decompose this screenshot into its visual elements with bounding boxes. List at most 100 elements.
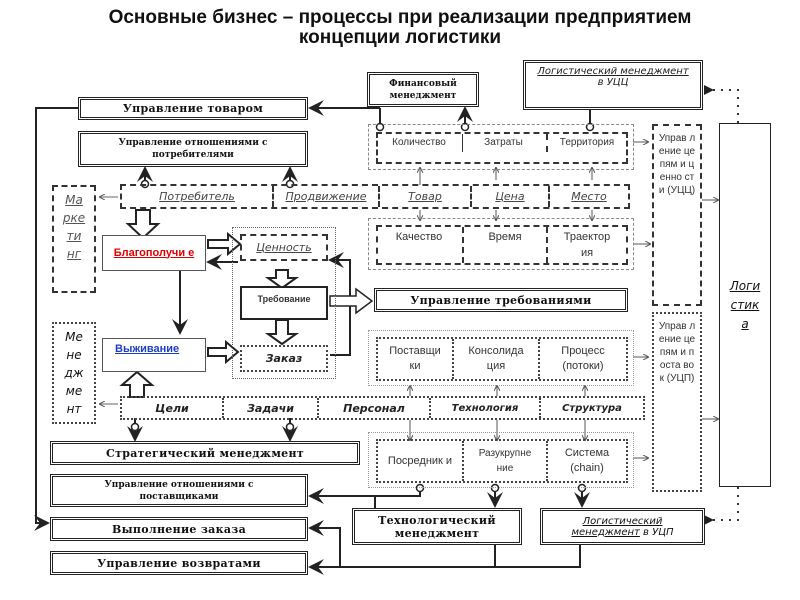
requirements-management-box: Управление требованиями [374, 288, 628, 312]
management-line: Ме [65, 330, 83, 344]
hollow-arrow-requirement-to-order [264, 319, 300, 346]
order-fulfillment-box: Выполнение заказа [50, 517, 308, 541]
management-line: не [66, 348, 82, 362]
ucc-item-quantity: Количество [378, 134, 460, 152]
returns-management-label: Управление возвратами [97, 556, 261, 570]
management-item-label: Технология [451, 402, 519, 414]
ucc-item-territory: Территория [546, 134, 626, 152]
ucp-item-intermediaries: Посредник и [378, 441, 462, 481]
left-loop-wire [34, 107, 78, 531]
logistics-ucc-line1: Логистический менеджмент [537, 66, 689, 77]
management-item-personnel: Персонал [317, 398, 429, 418]
hollow-arrow-goals-to-survival [119, 370, 155, 398]
hollow-arrow-consumer-to-wellbeing [125, 209, 161, 240]
marketing-item-label: Потребитель [159, 190, 235, 203]
logistics-label: Логи стик а [729, 278, 761, 331]
marketing-line: Ма [65, 193, 83, 207]
ucc-item-label: Время [488, 231, 522, 243]
requirements-management-label: Управление требованиями [410, 293, 592, 307]
ucc-mid-group [368, 218, 634, 270]
ucp-bottom-group [368, 432, 634, 488]
ucp-item-label: Процесс (потоки) [561, 345, 605, 372]
management-item-structure: Структура [539, 398, 643, 418]
tech-line2: менеджмент [394, 526, 480, 540]
ucc-item-trajectory: Траектор ия [546, 227, 626, 263]
customer-relations-box: Управление отношениями с потребителями [78, 131, 308, 167]
hollow-arrow-requirement-to-mgmt [329, 287, 374, 315]
management-item-label: Персонал [343, 401, 405, 415]
ucc-top-inner [376, 132, 628, 164]
ucc-top-group [368, 124, 634, 170]
supplier-relations-line2: поставщиками [139, 491, 219, 502]
order-box: Заказ [240, 345, 328, 372]
management-item-label: Цели [155, 401, 189, 415]
marketing-mix-row [120, 184, 630, 209]
logistics-ucp-line2b: в УЦП [639, 526, 674, 538]
management-item-technology: Технология [429, 398, 539, 418]
logistics-management-ucc-box: Логистический менеджмент в УЦЦ [523, 60, 703, 110]
marketing-line: рке [62, 211, 86, 225]
value-box: Ценность [240, 234, 328, 261]
tech-line1: Технологический [378, 513, 496, 527]
logistics-ucp-line1: Логистический [582, 515, 663, 527]
ucp-item-suppliers: Поставщи ки [378, 339, 452, 379]
management-line: ме [65, 384, 83, 398]
management-label-box: Ме не дж ме нт [52, 322, 96, 424]
ucc-item-time: Время [462, 227, 546, 263]
marketing-item-label: Цена [495, 190, 525, 203]
management-item-tasks: Задачи [222, 398, 317, 418]
value-chain-management-box: Управ ление цепям и ценно сти (УЦЦ) [652, 124, 702, 306]
ucp-item-breakbulk: Разукрупне ние [462, 441, 546, 481]
financial-line1: Финансовый [389, 78, 457, 89]
ucp-top-inner [376, 337, 628, 381]
wellbeing-box: Благополучи е [102, 235, 206, 271]
hollow-arrow-value-to-requirement [264, 269, 300, 290]
returns-management-box: Управление возвратами [50, 551, 308, 575]
title-line-2: концепции логистики [298, 27, 502, 48]
ucp-side-label: Управ ление цепям и поста вок (УЦП) [658, 321, 696, 384]
survival-label: Выживание [115, 343, 180, 355]
marketing-item-product: Товар [378, 186, 470, 207]
ucc-item-label: Затраты [484, 137, 523, 148]
supply-chain-management-box: Управ ление цепям и поста вок (УЦП) [652, 312, 702, 492]
management-item-goals: Цели [122, 398, 222, 418]
order-fulfillment-label: Выполнение заказа [111, 522, 247, 536]
marketing-item-place: Место [548, 186, 628, 207]
management-row [120, 396, 645, 420]
junction-dots [130, 122, 595, 493]
ucc-item-costs: Затраты [462, 134, 544, 152]
value-label: Ценность [256, 241, 312, 254]
customer-relations-line1: Управление отношениями с [118, 138, 268, 148]
requirement-label: Требование [257, 294, 311, 304]
ucp-item-label: Разукрупне ние [478, 448, 532, 474]
ucp-item-label: Посредник и [387, 454, 453, 467]
ucp-item-label: Система (chain) [564, 447, 610, 474]
demand-group [232, 227, 336, 379]
ucp-item-label: Консолида ция [468, 345, 524, 372]
logistics-ucp-line2a: менеджмент [571, 526, 640, 538]
wellbeing-label: Благополучи е [113, 246, 195, 259]
marketing-item-label: Продвижение [285, 190, 367, 203]
requirement-box: Требование [240, 286, 328, 320]
ucc-item-label: Территория [559, 137, 615, 148]
ucc-mid-inner [376, 225, 628, 265]
marketing-line: ти [66, 229, 82, 243]
ucc-item-label: Траектор ия [563, 231, 611, 259]
logistics-box: Логи стик а [719, 123, 771, 487]
management-item-label: Структура [562, 402, 622, 414]
ucc-item-quality: Качество [378, 227, 460, 263]
product-management-box: Управление товаром [78, 97, 308, 120]
ucp-item-process: Процесс (потоки) [538, 339, 626, 379]
marketing-item-consumer: Потребитель [122, 186, 272, 207]
customer-relations-line2: потребителями [152, 150, 234, 160]
ucp-item-label: Поставщи ки [389, 345, 441, 372]
ucc-item-label: Количество [392, 137, 446, 148]
page-title: Основные бизнес – процессы при реализаци… [0, 8, 800, 48]
ucc-side-label: Управ ление цепям и ценно сти (УЦЦ) [658, 133, 696, 196]
tech-management-box: Технологический менеджмент [352, 508, 522, 545]
ucp-top-group [368, 330, 634, 386]
supplier-relations-line1: Управление отношениями с [104, 479, 254, 490]
financial-management-box: Финансовый менеджмент [367, 72, 479, 107]
order-label: Заказ [265, 352, 303, 365]
financial-line2: менеджмент [389, 90, 457, 101]
